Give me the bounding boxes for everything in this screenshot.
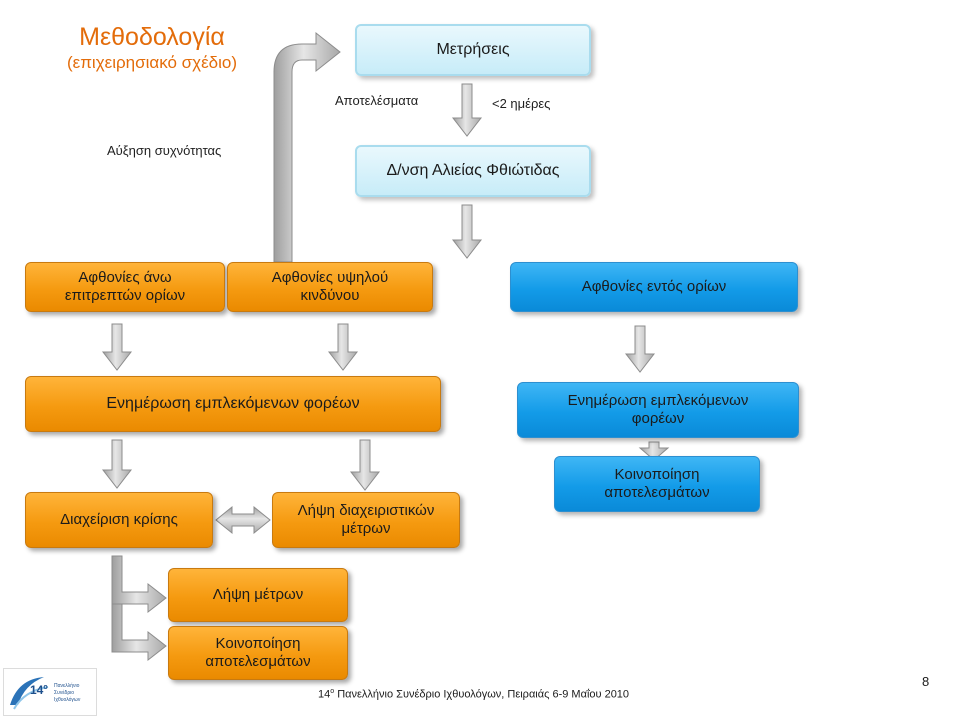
down-arrow-6 <box>101 439 133 489</box>
conference-logo: 14ο Πανελλήνιο Συνέδριο Ιχθυολόγων <box>3 668 97 716</box>
logo-line2: Ιχθυολόγων <box>54 697 81 703</box>
box-mgmt-measures-line1: Λήψη διαχειριστικών <box>297 502 435 519</box>
label-days: <2 ημέρες <box>492 96 551 111</box>
footer: 14ο Πανελλήνιο Συνέδριο Ιχθυολόγων, Πειρ… <box>318 688 629 701</box>
down-arrow-1 <box>451 83 483 137</box>
box-notify-bottom-line1: Κοινοποίηση <box>215 635 301 652</box>
box-take-measures-text: Λήψη μέτρων <box>212 586 304 603</box>
l-arrow-take-measures <box>111 555 167 614</box>
l-arrow-notify <box>111 603 167 662</box>
box-measurements-text: Μετρήσεις <box>436 41 510 59</box>
box-measurements: Μετρήσεις <box>355 24 591 76</box>
box-take-measures: Λήψη μέτρων <box>168 568 348 622</box>
slide-title: Μεθοδολογία (επιχειρησιακό σχέδιο) <box>52 22 252 74</box>
box-notify-right: Κοινοποίηση αποτελεσμάτων <box>554 456 760 512</box>
box-within-limits: Αφθονίες εντός ορίων <box>510 262 798 312</box>
label-frequency: Αύξηση συχνότητας <box>107 143 222 158</box>
box-notify-bottom-line2: αποτελεσμάτων <box>205 653 311 670</box>
footer-text: Πανελλήνιο Συνέδριο Ιχθυολόγων, Πειραιάς… <box>334 688 630 701</box>
box-crisis: Διαχείριση κρίσης <box>25 492 213 548</box>
double-arrow <box>215 505 271 535</box>
down-arrow-8 <box>638 441 670 461</box>
box-within-limits-text: Αφθονίες εντός ορίων <box>581 278 727 295</box>
label-results: Αποτελέσματα <box>335 93 419 108</box>
box-inform-right-line2: φορέων <box>631 410 685 427</box>
box-high-risk: Αφθονίες υψηλού κινδύνου <box>227 262 433 312</box>
footer-num: 14 <box>318 688 331 701</box>
title-sub: (επιχειρησιακό σχέδιο) <box>66 53 238 72</box>
box-inform-right-line1: Ενημέρωση εμπλεκόμενων <box>567 392 749 409</box>
logo-num: 14 <box>30 683 44 697</box>
box-inform-right: Ενημέρωση εμπλεκόμενων φορέων <box>517 382 799 438</box>
box-inform-left-text: Ενημέρωση εμπλεκόμενων φορέων <box>106 395 360 413</box>
box-blooms-above-line2: επιτρεπτών ορίων <box>64 287 186 304</box>
down-arrow-3 <box>101 323 133 371</box>
box-high-risk-line2: κινδύνου <box>300 287 360 304</box>
box-notify-right-line1: Κοινοποίηση <box>614 466 700 483</box>
down-arrow-2 <box>451 204 483 259</box>
logo-swoosh-icon <box>10 677 49 710</box>
page-number: 8 <box>922 674 930 689</box>
logo-line1: Πανελλήνιο Συνέδριο <box>54 683 80 696</box>
down-arrow-4 <box>327 323 359 371</box>
box-crisis-text: Διαχείριση κρίσης <box>60 511 178 528</box>
box-notify-bottom: Κοινοποίηση αποτελεσμάτων <box>168 626 348 680</box>
box-blooms-above-line1: Αφθονίες άνω <box>78 269 172 286</box>
feedback-arrow <box>273 31 341 263</box>
footer-sup: ο <box>330 688 335 695</box>
box-inform-left: Ενημέρωση εμπλεκόμενων φορέων <box>25 376 441 432</box>
title-main: Μεθοδολογία <box>79 23 225 51</box>
box-mgmt-measures: Λήψη διαχειριστικών μέτρων <box>272 492 460 548</box>
down-arrow-7 <box>349 439 381 491</box>
box-notify-right-line2: αποτελεσμάτων <box>604 484 710 501</box>
box-blooms-above: Αφθονίες άνω επιτρεπτών ορίων <box>25 262 225 312</box>
box-high-risk-line1: Αφθονίες υψηλού <box>271 269 389 286</box>
logo-text: Πανελλήνιο Συνέδριο Ιχθυολόγων <box>54 683 96 704</box>
logo-sup: ο <box>43 684 48 691</box>
logo-number: 14ο <box>30 683 48 697</box>
box-mgmt-measures-line2: μέτρων <box>341 520 391 537</box>
box-directorate: Δ/νση Αλιείας Φθιώτιδας <box>355 145 591 197</box>
box-directorate-text: Δ/νση Αλιείας Φθιώτιδας <box>386 162 560 180</box>
down-arrow-5 <box>624 325 656 373</box>
